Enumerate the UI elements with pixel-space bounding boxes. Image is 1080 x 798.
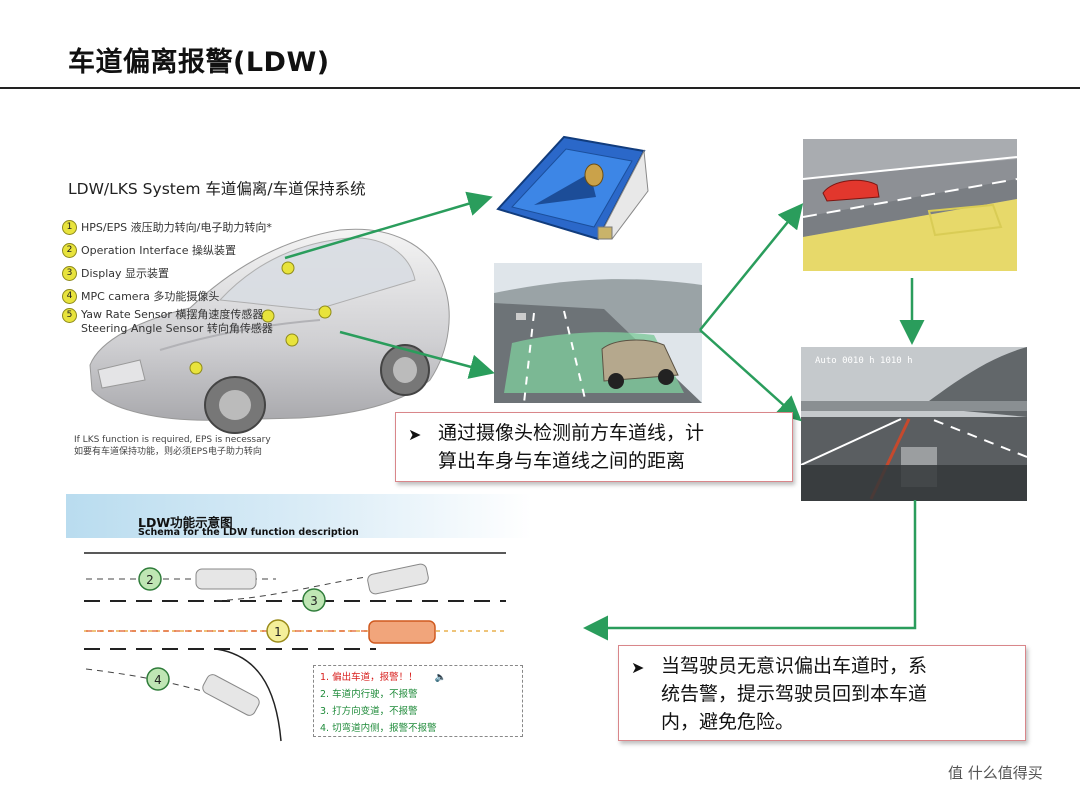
legend-number: 4 <box>62 289 77 304</box>
component-legend: 1 HPS/EPS 液压助力转向/电子助力转向* 2 Operation Int… <box>62 216 292 342</box>
lane-marker-1 <box>266 619 290 643</box>
page-title: 车道偏离报警(LDW) <box>68 47 330 78</box>
legend-item: 3 Display 显示装置 <box>62 262 292 285</box>
svg-text:1: 1 <box>274 625 282 639</box>
speaker-icon: 🔈 <box>434 672 447 683</box>
legend-label: HPS/EPS 液压助力转向/电子助力转向* <box>81 220 272 234</box>
legend-number: 3 <box>62 266 77 281</box>
callout-line: 当驾驶员无意识偏出车道时，系 <box>661 655 928 677</box>
marker-4 <box>318 305 332 319</box>
bullet-arrow-icon: ➤ <box>631 658 645 677</box>
car-illustration <box>89 228 450 434</box>
legend-label: Operation Interface 操纵装置 <box>81 243 236 257</box>
warning-row: 1. 偏出车道，报警！！ 🔈 <box>320 672 447 683</box>
legend-item: 2 Operation Interface 操纵装置 <box>62 239 292 262</box>
callout-line: 通过摄像头检测前方车道线，计 <box>438 422 705 444</box>
title-divider <box>0 87 1080 89</box>
legend-label-second-line: Steering Angle Sensor 转向角传感器 <box>81 322 273 335</box>
callout-lane-detection: ➤ 通过摄像头检测前方车道线，计 算出车身与车道线之间的距离 <box>395 412 793 482</box>
screen-overlay-text: Auto 0010 h 1010 h <box>815 356 913 366</box>
highway-topdown-image <box>803 139 1017 271</box>
ldw-diagram-header <box>66 494 532 538</box>
legend-label: MPC camera 多功能摄像头 <box>81 289 220 303</box>
legend-item: 5 Yaw Rate Sensor 横摆角速度传感器 Steering Angl… <box>62 308 292 342</box>
warning-row: 4. 切弯道内侧，报警不报警 <box>320 723 437 734</box>
legend-number: 2 <box>62 243 77 258</box>
callout-line: 内，避免危险。 <box>661 711 795 733</box>
lane-marker-2 <box>138 567 162 591</box>
legend-number: 1 <box>62 220 77 235</box>
legend-number: 5 <box>62 308 77 323</box>
eps-note: If LKS function is required, EPS is nece… <box>74 435 271 457</box>
warning-legend: 1. 偏出车道，报警！！ 🔈 2. 车道内行驶，不报警 3. 打方向变道，不报警… <box>313 665 523 737</box>
legend-label: Display 显示装置 <box>81 266 170 280</box>
svg-text:4: 4 <box>154 673 162 687</box>
warning-row: 3. 打方向变道，不报警 <box>320 706 418 717</box>
ldw-lane-diagram: 2 3 1 4 <box>84 552 506 742</box>
camera-view-image: Auto 0010 h 1010 h <box>801 347 1027 501</box>
legend-label: Yaw Rate Sensor 横摆角速度传感器 <box>81 308 264 321</box>
legend-item: 4 MPC camera 多功能摄像头 <box>62 285 292 308</box>
bullet-arrow-icon: ➤ <box>408 425 422 444</box>
ldw-diagram-subtitle: Schema for the LDW function description <box>138 527 359 538</box>
callout-line: 统告警，提示驾驶员回到本车道 <box>661 683 928 705</box>
svg-text:3: 3 <box>310 594 318 608</box>
road-scene-image <box>494 263 702 403</box>
system-title: LDW/LKS System 车道偏离/车道保持系统 <box>68 180 366 198</box>
lane-marker-3 <box>302 588 326 612</box>
legend-item: 1 HPS/EPS 液压助力转向/电子助力转向* <box>62 216 292 239</box>
marker-2 <box>261 309 275 323</box>
callout-driver-warning: ➤ 当驾驶员无意识偏出车道时，系 统告警，提示驾驶员回到本车道 内，避免危险。 <box>618 645 1026 741</box>
ldw-diagram-title: LDW功能示意图 <box>138 515 233 530</box>
camera-module-image <box>494 131 654 243</box>
marker-1 <box>189 361 203 375</box>
warning-row: 2. 车道内行驶，不报警 <box>320 689 418 700</box>
callout-line: 算出车身与车道线之间的距离 <box>438 450 686 472</box>
marker-3 <box>281 261 295 275</box>
lane-marker-4 <box>146 667 170 691</box>
watermark: 值 什么值得买 <box>948 764 1043 782</box>
marker-5 <box>285 333 299 347</box>
svg-text:2: 2 <box>146 573 154 587</box>
